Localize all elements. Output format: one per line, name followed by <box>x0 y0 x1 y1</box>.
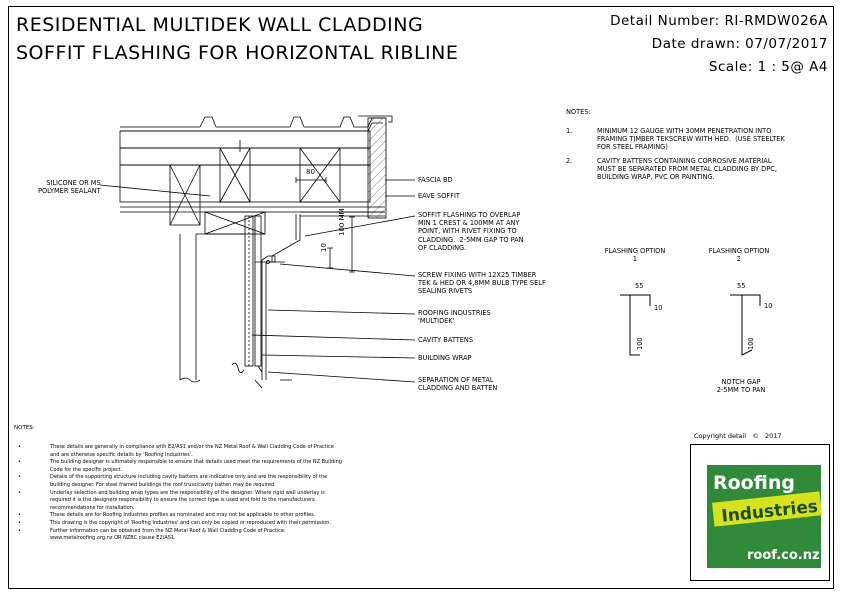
roofing-industries-logo: Roofing Industries roof.co.nz <box>707 465 822 568</box>
callout-soffit-flashing: SOFFIT FLASHING TO OVERLAP MIN 1 CREST &… <box>418 211 524 252</box>
copyright: Copyright detail © 2017 <box>694 432 782 440</box>
note-item: Details of the supporting structure incl… <box>50 474 328 481</box>
date-drawn: Date drawn: 07/07/2017 <box>651 36 828 52</box>
callout-cavity-battens: CAVITY BATTENS <box>418 336 474 344</box>
callout-building-wrap: BUILDING WRAP <box>418 354 472 362</box>
option-2-dim-10: 10 <box>764 302 773 310</box>
note-1-text: MINIMUM 12 GAUGE WITH 30mm PENETRATION I… <box>597 127 785 152</box>
option-2-dim-100: 100 <box>747 337 755 350</box>
note-item: www.metalroofing.org.nz OR NZBC clause E… <box>50 535 176 542</box>
callout-roofing-industries: ROOFING INDUSTRIES 'MULTIDEK' <box>418 309 491 326</box>
callout-silicone-sealant: SILICONE OR MS POLYMER SEALANT <box>38 179 101 196</box>
note-2-text: CAVITY BATTENS CONTAINING CORROSIVE MATE… <box>597 157 777 182</box>
note-item: Further information can be obtained from… <box>50 527 286 534</box>
scale: Scale: 1 : 5@ A4 <box>708 59 828 75</box>
flashing-option-1-shape <box>620 294 651 356</box>
callout-separation: SEPARATION OF METAL CLADDING AND BATTEN <box>418 376 498 393</box>
notes-right-heading: NOTES: <box>566 108 591 116</box>
callout-eave-soffit: EAVE SOFFIT <box>418 192 460 200</box>
dimension-80: 80 <box>306 168 315 176</box>
note-item: Code for the specific project. <box>50 466 123 473</box>
title-line-1: RESIDENTIAL MULTIDEK WALL CLADDING <box>16 14 424 36</box>
dimension-10: 10 <box>320 243 328 252</box>
flashing-option-2-title: FLASHING OPTION 2 <box>708 247 770 264</box>
logo-url: roof.co.nz <box>747 548 820 563</box>
option-2-dim-55: 55 <box>737 282 746 290</box>
logo-box: Roofing Industries roof.co.nz <box>690 444 830 581</box>
flashing-option-1-title: FLASHING OPTION 1 <box>604 247 666 264</box>
logo-word-roofing: Roofing <box>713 472 795 494</box>
note-item: The building designer is ultimately resp… <box>50 459 342 466</box>
note-item: required it is the designers responsibil… <box>50 497 315 504</box>
callout-screw-fixing: SCREW FIXING WITH 12X25 TIMBER TEK & HED… <box>418 271 546 296</box>
dimension-100mm: 100 mm <box>338 208 346 236</box>
option-1-dim-100: 100 <box>636 337 644 350</box>
option-1-dim-10: 10 <box>654 304 663 312</box>
note-item: This drawing is the copyright of 'Roofin… <box>50 520 331 526</box>
note-item: These details are for Roofing Industries… <box>50 512 316 519</box>
notes-bottom-heading: NOTES: <box>14 425 35 431</box>
note-item: These details are generally in complianc… <box>50 444 334 450</box>
note-item: building designer. For steel framed buil… <box>50 482 276 488</box>
note-item: Underlay selection and building wrap typ… <box>50 489 325 496</box>
detail-number: Detail Number: RI-RMDW026A <box>610 13 828 29</box>
callout-fascia: FASCIA BD <box>418 176 453 184</box>
title-line-2: SOFFIT FLASHING FOR HORIZONTAL RIBLINE <box>16 42 459 64</box>
notch-gap-label: NOTCH GAP 2-5mm TO PAN <box>716 378 766 395</box>
option-1-dim-55: 55 <box>635 282 644 290</box>
note-2-number: 2. <box>566 157 573 165</box>
note-item: and are otherwise specific details by 'R… <box>50 451 193 458</box>
note-1-number: 1. <box>566 127 573 135</box>
flashing-option-2-shape <box>730 294 761 356</box>
drawing-frame <box>8 6 834 589</box>
note-item: recommendations for installation. <box>50 504 135 511</box>
